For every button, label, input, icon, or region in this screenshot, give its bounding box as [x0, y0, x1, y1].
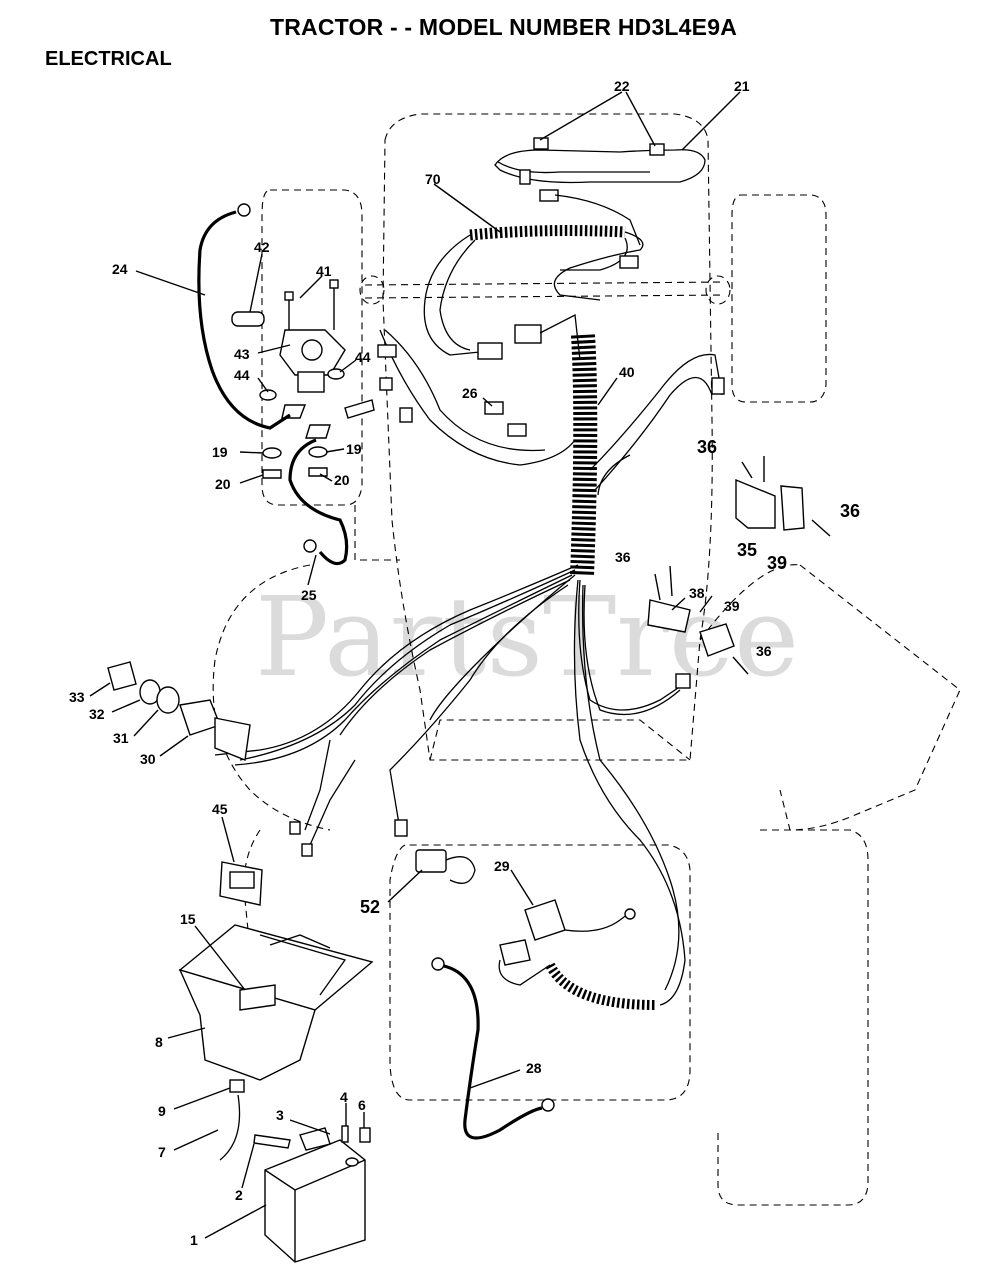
callout-40: 40 [619, 364, 635, 380]
callout-33: 33 [69, 689, 85, 705]
callout-38: 38 [689, 585, 705, 601]
callout-43: 43 [234, 346, 250, 362]
callout-36-top: 36 [697, 437, 717, 457]
headlight-bulb-left [533, 137, 549, 150]
callout-41: 41 [316, 263, 332, 279]
hood-outline [382, 113, 713, 761]
callout-36-right: 36 [840, 501, 860, 521]
hood-crossbar [364, 281, 726, 286]
callout-30: 30 [140, 751, 156, 767]
deck-curve [699, 564, 801, 641]
callout-35: 35 [737, 540, 757, 560]
rear-frame [389, 844, 691, 1101]
callout-29: 29 [494, 858, 510, 874]
main-harness-40 [214, 334, 725, 1006]
part-15 [239, 984, 276, 1011]
battery-cable-25 [288, 438, 349, 566]
solenoid-assembly [231, 279, 375, 479]
tractor-outline [212, 113, 961, 1206]
callout-31: 31 [113, 730, 129, 746]
hour-meter-45 [219, 861, 263, 906]
callout-32: 32 [89, 706, 105, 722]
callout-4: 4 [340, 1089, 348, 1105]
callout-39-lower: 39 [724, 598, 740, 614]
bezel-31 [156, 686, 180, 714]
callout-21: 21 [734, 78, 750, 94]
part-6 [359, 1127, 371, 1143]
rear-right-wheel [717, 829, 869, 1206]
callout-labels: 22 21 70 24 42 41 43 44 44 40 26 19 19 2… [69, 78, 860, 1248]
right-deck [779, 564, 961, 831]
callout-52: 52 [360, 897, 380, 917]
bracket-35 [735, 478, 776, 529]
callout-28: 28 [526, 1060, 542, 1076]
headlight-bulb-right [649, 143, 665, 156]
pto-switch-29 [498, 899, 656, 1010]
callout-20-right: 20 [334, 472, 350, 488]
battery-cable-24 [197, 203, 291, 430]
callout-6: 6 [358, 1097, 366, 1113]
seat-area [429, 719, 691, 761]
ignition-switch-30 [179, 699, 221, 736]
callout-2: 2 [235, 1187, 243, 1203]
front-left-wheel [261, 189, 363, 506]
part-3 [299, 1127, 331, 1151]
battery-box-8 [178, 924, 374, 1081]
ground-cable-28 [431, 957, 555, 1140]
leader-lines [89, 91, 741, 1239]
solenoid-cover-42 [231, 311, 265, 327]
callout-20-left: 20 [215, 476, 231, 492]
headlight-harness [494, 137, 706, 246]
callout-7: 7 [158, 1144, 166, 1160]
fuse-holder-52 [415, 849, 476, 884]
battery-box-tray [178, 968, 316, 1081]
callout-70: 70 [425, 171, 441, 187]
callout-45: 45 [212, 801, 228, 817]
callout-36-lower: 36 [756, 643, 772, 659]
callout-42: 42 [254, 239, 270, 255]
key-33 [107, 661, 137, 691]
callout-26: 26 [462, 385, 478, 401]
switch-39b [699, 623, 735, 657]
callout-22: 22 [614, 78, 630, 94]
page-title: TRACTOR - - MODEL NUMBER HD3L4E9A [269, 14, 738, 40]
callout-36-middle: 36 [615, 549, 631, 565]
hood-crossbar-2 [364, 294, 726, 299]
front-right-wheel [731, 194, 827, 403]
switch-39 [780, 485, 805, 531]
ignition-switch-assembly [107, 661, 251, 761]
callout-19-left: 19 [212, 444, 228, 460]
callout-15: 15 [180, 911, 196, 927]
bracket-assembly [647, 456, 831, 675]
part-9 [229, 1079, 245, 1093]
part-4 [341, 1125, 349, 1143]
callout-1: 1 [190, 1232, 198, 1248]
bolt-2 [253, 1134, 291, 1149]
callout-19-right: 19 [346, 441, 362, 457]
left-fender [212, 564, 331, 831]
callout-44-right: 44 [355, 349, 371, 365]
coiled-harness-70 [423, 225, 644, 361]
callout-3: 3 [276, 1107, 284, 1123]
section-heading: ELECTRICAL [45, 48, 172, 70]
callout-44-left: 44 [234, 367, 250, 383]
left-frame [354, 505, 400, 561]
bracket-38 [647, 599, 691, 633]
callout-25: 25 [301, 587, 317, 603]
callout-39-upper: 39 [767, 553, 787, 573]
callout-9: 9 [158, 1103, 166, 1119]
callout-24: 24 [112, 261, 128, 277]
terminal-connector [394, 819, 408, 837]
battery-1 [219, 1079, 371, 1263]
connectors-26 [377, 329, 576, 466]
callout-8: 8 [155, 1034, 163, 1050]
